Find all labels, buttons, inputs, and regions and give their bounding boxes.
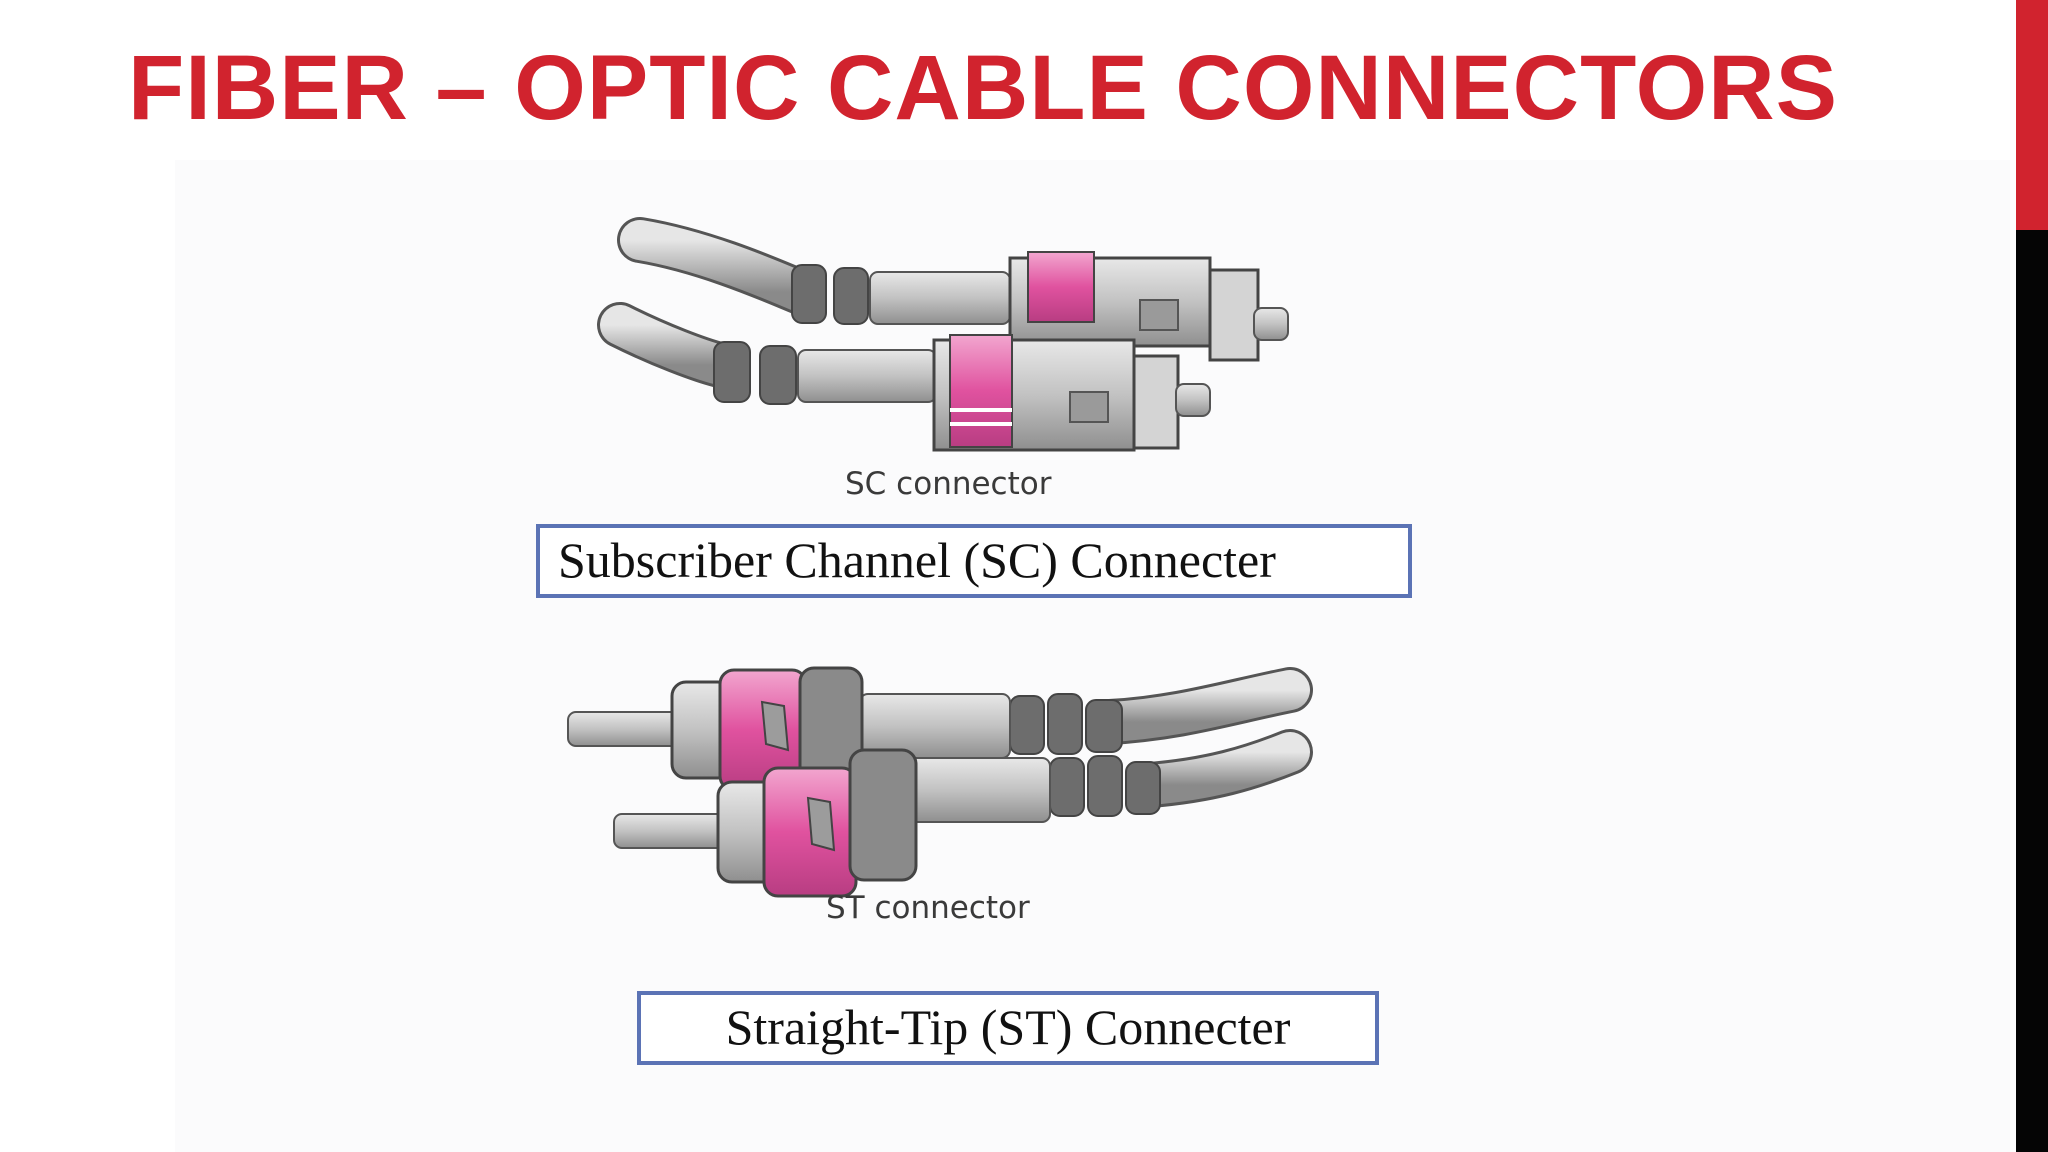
st-body-lower xyxy=(613,748,918,898)
sc-strain-relief-lower xyxy=(713,341,937,405)
accent-bar-red xyxy=(2016,0,2048,230)
sc-connector-image: SC connector xyxy=(597,217,1289,502)
st-body-upper xyxy=(567,666,864,792)
st-label-box: Straight-Tip (ST) Connecter xyxy=(637,991,1379,1065)
st-connector-image: ST connector xyxy=(567,666,1313,926)
accent-bar-black xyxy=(2016,230,2048,1152)
sc-strain-relief-upper xyxy=(791,264,1011,325)
sc-housing-upper xyxy=(1008,251,1289,362)
slide-title: FIBER – OPTIC CABLE CONNECTORS xyxy=(128,37,1838,139)
sc-label-text: Subscriber Channel (SC) Connecter xyxy=(558,532,1276,588)
sc-housing-lower xyxy=(932,334,1211,452)
st-strain-relief-lower xyxy=(899,755,1161,823)
st-image-caption: ST connector xyxy=(826,890,1030,926)
sc-label-box: Subscriber Channel (SC) Connecter xyxy=(536,524,1412,598)
sc-image-caption: SC connector xyxy=(845,466,1052,502)
st-label-text: Straight-Tip (ST) Connecter xyxy=(725,999,1291,1055)
st-strain-relief-upper xyxy=(859,693,1123,759)
